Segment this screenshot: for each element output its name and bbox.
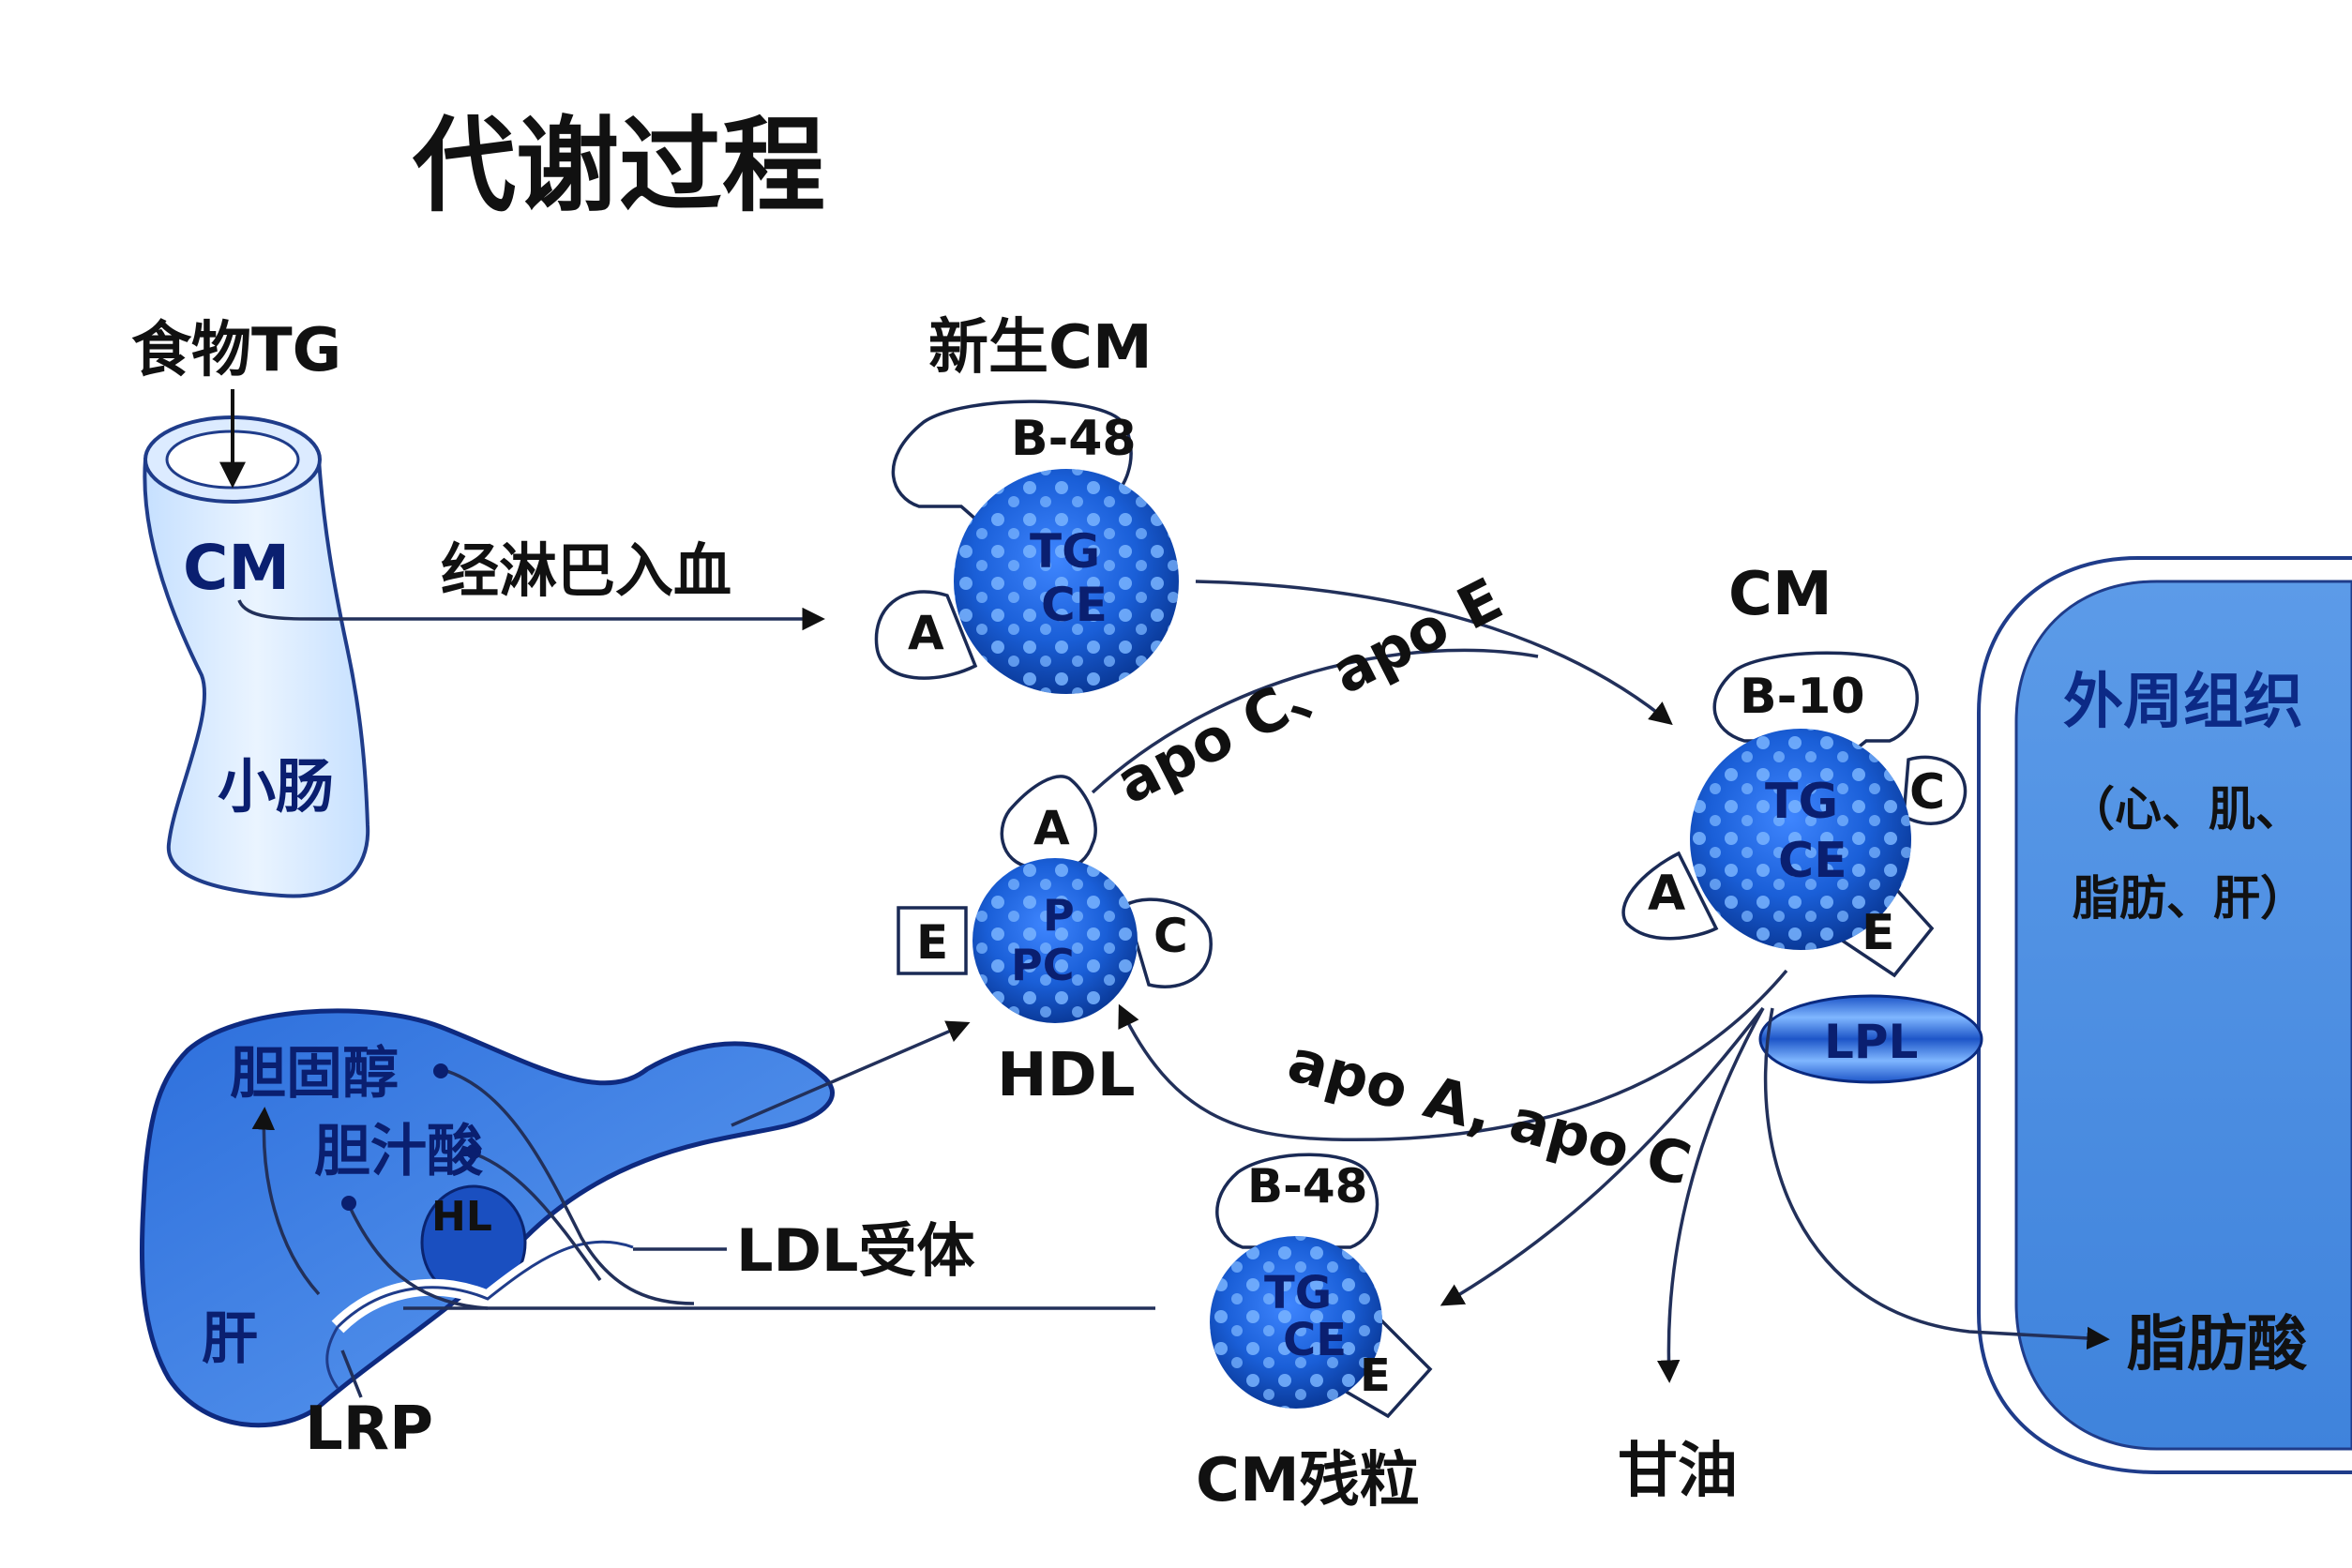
mature-cm-title: CM: [1728, 560, 1832, 629]
hdl-core-pc: PC: [1011, 940, 1074, 990]
mature-cm-apo-b10: B-10: [1740, 669, 1865, 725]
liver-pathway-line-b: [473, 1152, 602, 1282]
nascent-cm-core-ce: CE: [1041, 578, 1108, 632]
ldl-receptor-label: LDL受体: [736, 1216, 974, 1285]
lpl-label: LPL: [1824, 1015, 1918, 1069]
cm-remnant-core-tg: TG: [1264, 1267, 1332, 1319]
apo-a-c-transfer-arrow: [1118, 969, 1788, 1142]
bile-acid-dot: [466, 1144, 481, 1159]
cm-remnant-apo-b48: B-48: [1247, 1159, 1367, 1214]
liver-left-dot: [341, 1196, 356, 1211]
cm-remnant-title: CM残粒: [1196, 1446, 1420, 1515]
liver-cholesterol-arrow: [251, 1107, 321, 1296]
page-title: 代谢过程: [412, 106, 825, 226]
mature-cm-apo-c: C: [1909, 764, 1945, 821]
lymph-route-label: 经淋巴入血: [441, 536, 731, 605]
liver-pathway-line-c: [347, 1204, 489, 1310]
intestine-name: 小肠: [218, 752, 334, 821]
intestine-cm-label: CM: [183, 532, 290, 604]
mature-cm-apo-a: A: [1648, 866, 1685, 922]
food-tg-label: 食物TG: [131, 316, 341, 385]
hdl-apo-e: E: [916, 915, 948, 970]
glycerol-arrow: [1656, 1007, 1765, 1383]
peripheral-tissue-line1: （心、肌、: [2068, 782, 2302, 837]
hdl-title: HDL: [997, 1041, 1135, 1110]
remnant-formation-arrow: [1440, 1006, 1765, 1306]
cholesterol-dot: [433, 1063, 448, 1078]
lrp-leader: [340, 1349, 363, 1398]
hdl-core-p: P: [1043, 890, 1075, 941]
mature-cm-particle: [1621, 651, 1968, 978]
fatty-acid-label: 脂肪酸: [2127, 1310, 2308, 1380]
nascent-cm-apo-a: A: [908, 606, 944, 660]
liver: [139, 1008, 835, 1428]
peripheral-tissue-title: 外周组织: [2063, 668, 2303, 737]
nascent-to-mature-arrow: [1195, 580, 1673, 726]
peripheral-tissue-line2: 脂肪、肝）: [2073, 871, 2307, 926]
hdl-apo-a: A: [1033, 801, 1070, 855]
glycerol-label: 甘油: [1618, 1437, 1738, 1506]
nascent-cm-title: 新生CM: [928, 313, 1153, 383]
small-intestine: [143, 389, 370, 898]
lpl-enzyme: [1758, 994, 1983, 1084]
apo-c-e-transfer-arc: [1091, 648, 1539, 794]
hdl-apo-c: C: [1153, 909, 1188, 963]
nascent-cm-apo-b48: B-48: [1011, 411, 1137, 467]
hdl-particle: [897, 775, 1213, 1023]
fatty-acid-arrow: [1763, 1007, 2110, 1350]
nascent-cm-core-tg: TG: [1030, 524, 1100, 579]
mature-cm-apo-e: E: [1862, 905, 1895, 961]
liver-bile-acid-label: 胆汁酸: [314, 1119, 484, 1184]
nascent-cm-particle: [874, 400, 1179, 694]
lrp-label: LRP: [305, 1395, 433, 1464]
liver-to-hdl-arrow: [731, 1020, 971, 1127]
mature-cm-core-tg: TG: [1765, 774, 1838, 830]
lymph-route-arrow: [237, 599, 825, 631]
mature-cm-core-ce: CE: [1778, 833, 1847, 889]
liver-hl-label: HL: [431, 1193, 492, 1241]
liver-cholesterol-label: 胆固醇: [230, 1041, 399, 1107]
cm-remnant-apo-e: E: [1360, 1349, 1391, 1402]
peripheral-tissue: [1977, 556, 2352, 1474]
liver-pathway-line-a: [440, 1067, 695, 1305]
cm-remnant-core-ce: CE: [1283, 1314, 1347, 1366]
cm-remnant-particle: [1210, 1153, 1433, 1419]
liver-name: 肝: [202, 1306, 258, 1372]
